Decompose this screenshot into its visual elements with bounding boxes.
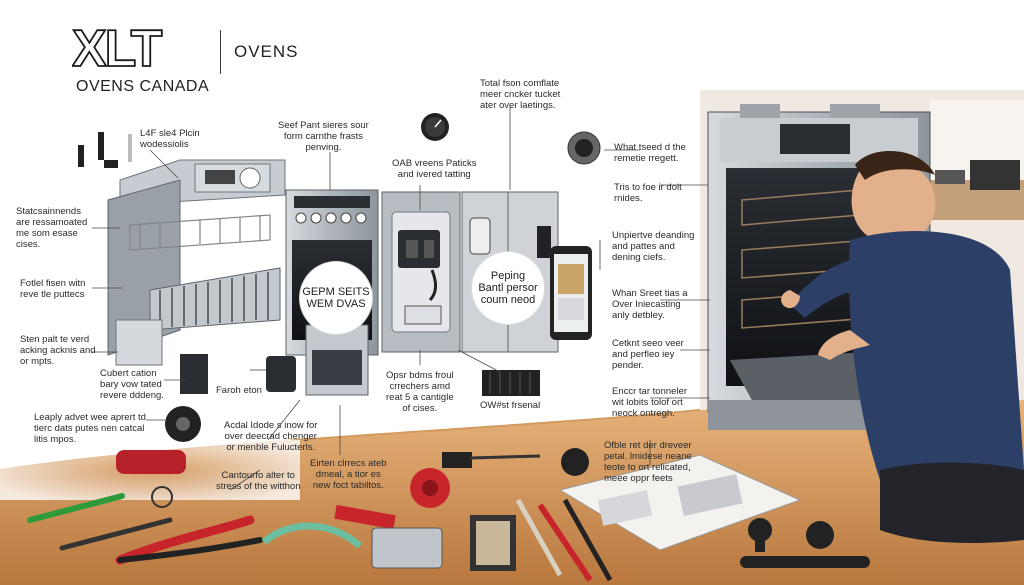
callout-bubble-right: Peping Bantl persor coum neod [472,252,544,324]
callout-label: Opsr bdms froul crrechers amd reat 5 a c… [386,370,454,414]
tools-on-table [27,448,870,582]
callout-label: OAB vreens Paticks and ivered tatting [392,158,477,180]
exploded-oven-body [107,159,286,366]
oven-door-lower [305,324,369,396]
control-panel [381,191,461,353]
callout-label: What tseed d the remetie rregett. [614,142,686,164]
callout-label: Cetknt seeo veer and perfleo iey pender. [612,338,684,371]
callout-label: Cantourfo alter to stress of the witthon [216,470,301,492]
callout-label: Acdal Idode s inow for over deecrad chen… [224,420,318,453]
brand-divider [220,30,221,74]
callout-label: Leaply advet wee aprert td tierc dats pu… [34,412,146,445]
callout-label: Cubert cation bary vow tated revere ddde… [100,368,164,401]
callout-label: Unpiertve deanding and pattes and dening… [612,230,695,263]
callout-label: Ofble ret der dreveer petal. lmidese nea… [604,440,692,484]
brand-logo: XLT [72,24,165,72]
screw-parts [78,132,132,168]
callout-label: Whan Sreet tias a Over Iniecasting anly … [612,288,688,321]
brand-name: OVENS CANADA [76,78,210,95]
callout-bubble-left: GEPM SEITS WEM DVAS [300,262,372,334]
callout-label: Total fson comflate meer cncker tucket a… [480,78,561,111]
callout-label: OW#st frsenal [480,400,541,411]
callout-label: Fotlel fisen witn reve tle puttecs [20,278,86,300]
callout-label: Sten palt te verd acking acknis and or m… [20,334,96,367]
callout-label: Seef Pant sieres sour form carnthe frast… [278,120,369,153]
phone-diagnostic [550,246,592,340]
callout-label: Faroh eton [216,385,262,396]
brand-subtitle: OVENS [234,42,299,61]
callout-label: Tris to foe ir dolt rnides. [614,182,682,204]
callout-label: Enccr tar tonneler wit lobits tolof ort … [612,386,687,419]
technician-figure [781,151,1024,543]
callout-label: L4F sle4 Plcin wodessiolis [140,128,200,150]
callout-label: Statcsainnends are ressamoated me som es… [16,206,88,250]
svg-text:XLT: XLT [72,24,163,72]
leader-lines [92,105,710,491]
callout-label: Eirten clrrecs ateb dmeal, a tior es new… [310,458,387,491]
